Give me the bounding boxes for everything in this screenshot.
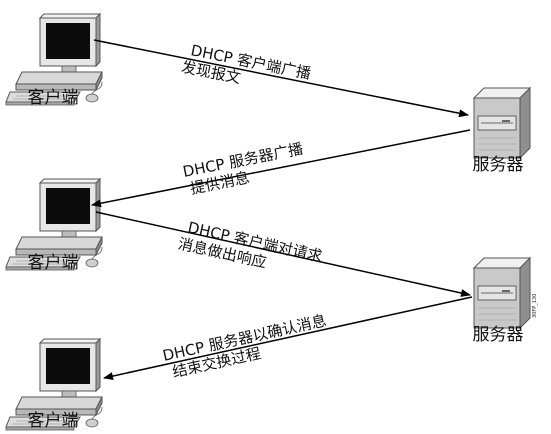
server-icon	[473, 257, 531, 329]
client-computer-2: 客户端	[5, 178, 103, 273]
message-arrow-4	[103, 296, 473, 380]
server-label: 服务器	[473, 325, 524, 345]
server-label: 服务器	[473, 155, 524, 175]
client-label: 客户端	[28, 411, 79, 431]
message-label-2: DHCP 服务器广播 提供消息	[181, 140, 304, 198]
client-label: 客户端	[28, 253, 79, 273]
figure-id: 30FP_130	[532, 294, 538, 318]
server-1: 服务器	[473, 87, 531, 175]
message-arrow-1	[93, 39, 469, 118]
message-label-3: DHCP 客户端对请求 消息做出响应	[176, 218, 324, 271]
client-computer-3: 客户端	[5, 338, 103, 431]
client-label: 客户端	[28, 88, 79, 108]
message-label-1: DHCP 客户端广播 发现报文	[180, 41, 313, 87]
server-icon	[473, 87, 531, 159]
message-arrow-2	[91, 129, 471, 208]
message-arrow-3	[95, 211, 471, 297]
server-2: 服务器	[473, 257, 531, 345]
message-label-4: DHCP 服务器以确认消息 结束交换过程	[161, 311, 328, 381]
client-computer-1: 客户端	[5, 13, 103, 108]
